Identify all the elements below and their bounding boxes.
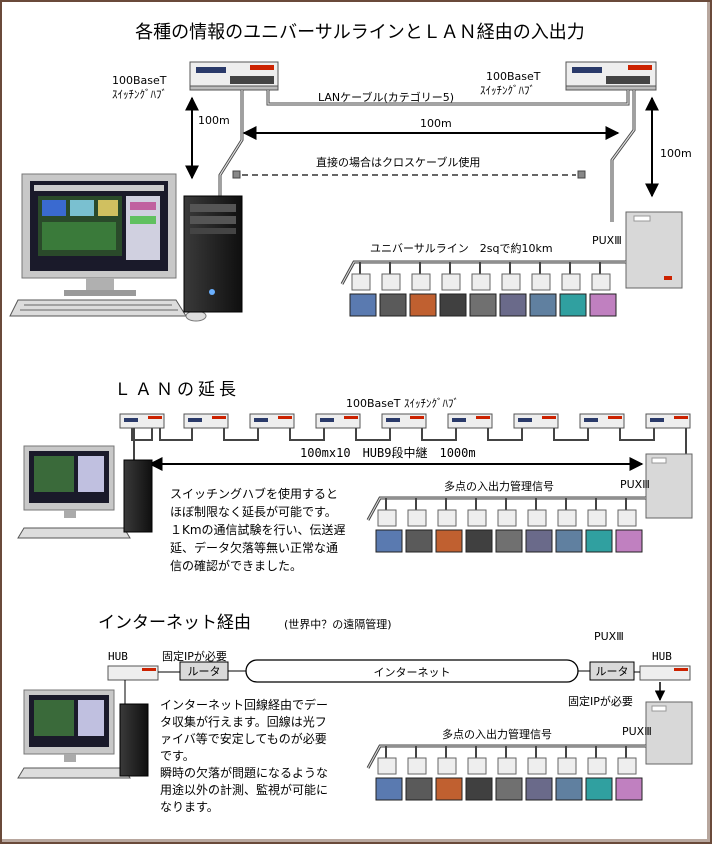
chain-hub (249, 413, 295, 429)
lan-cable-label: LANケーブル(カテゴリー5) (318, 90, 454, 104)
svg-text:１Kmの通信試験を行い、伝送遅: １Kmの通信試験を行い、伝送遅 (170, 522, 346, 537)
pux-box-3 (645, 701, 693, 765)
chain-hub (645, 413, 691, 429)
io-label-3: 多点の入出力管理信号 (442, 727, 552, 741)
chain-hub (381, 413, 427, 429)
switching-hub-right (565, 61, 657, 91)
svg-text:なります。: なります。 (160, 800, 219, 814)
universal-line-devices-3 (366, 744, 646, 801)
pc-monitor-large (21, 173, 177, 296)
keyboard-large (9, 299, 207, 322)
svg-text:信の確認ができました。: 信の確認ができました。 (170, 558, 302, 573)
svg-text:スイッチングハブを使用すると: スイッチングハブを使用すると (170, 486, 338, 501)
svg-text:ルータ: ルータ (188, 665, 221, 678)
pc-small-3 (17, 689, 149, 779)
pc-small-2 (17, 445, 153, 539)
chain-hub (579, 413, 625, 429)
router-right: ルータ (589, 661, 635, 681)
distance-right-label: 100m (660, 147, 692, 160)
pux-label-1: PUXⅢ (592, 234, 622, 247)
hub-chain (119, 413, 691, 464)
hub-small-right-3 (639, 665, 691, 681)
hub-right-label-2: ｽｲｯﾁﾝｸﾞﾊﾌﾞ (480, 84, 535, 97)
section2-title: ＬＡＮの延長 (114, 380, 240, 400)
svg-text:ルータ: ルータ (596, 665, 629, 678)
io-label-2: 多点の入出力管理信号 (444, 479, 554, 493)
hub-right-label-1: 100BaseT (486, 70, 541, 83)
svg-text:ァイバ等で安定してものが必要: ァイバ等で安定してものが必要 (160, 731, 327, 746)
svg-text:タ収集が行えます。回線は光フ: タ収集が行えます。回線は光フ (160, 714, 327, 729)
svg-text:延、データ欠落等無い正常な通: 延、データ欠落等無い正常な通 (170, 540, 338, 555)
hub-left-3: HUB (108, 650, 128, 663)
svg-text:瞬時の欠落が問題になるような: 瞬時の欠落が問題になるような (160, 765, 328, 780)
pux-label-3: PUXⅢ (622, 725, 652, 738)
chain-hub (513, 413, 559, 429)
section3-title: インターネット経由 (98, 613, 251, 633)
pux-label-2: PUXⅢ (620, 478, 650, 491)
section2-description: スイッチングハブを使用すると ほぼ制限なく延長が可能です。 １Kmの通信試験を行… (170, 486, 346, 573)
chain-hub (315, 413, 361, 429)
fixed-ip-right: 固定IPが必要 (568, 694, 633, 708)
svg-text:インターネット: インターネット (374, 666, 451, 679)
switching-hub-left (189, 61, 279, 91)
universal-line-devices-2 (366, 496, 646, 553)
svg-text:インターネット回線経由でデー: インターネット回線経由でデー (160, 697, 328, 712)
pux-box-1 (625, 211, 683, 289)
pux-box-2 (645, 453, 693, 519)
section3-description: インターネット回線経由でデー タ収集が行えます。回線は光フ ァイバ等で安定しても… (160, 697, 328, 814)
pc-tower-large (183, 195, 243, 313)
cross-cable-label: 直接の場合はクロスケーブル使用 (316, 155, 480, 169)
distance-left-label: 100m (198, 114, 230, 127)
chain-hub (119, 413, 165, 429)
section1-title: 各種の情報のユニバーサルラインとＬＡＮ経由の入出力 (135, 22, 585, 43)
fixed-ip-left: 固定IPが必要 (162, 649, 227, 663)
router-left: ルータ (179, 661, 229, 681)
chain-hub (447, 413, 493, 429)
universal-line-label: ユニバーサルライン 2sqで約10km (370, 241, 553, 255)
svg-text:です。: です。 (160, 749, 195, 763)
distance-center-label: 100m (420, 117, 452, 130)
hub-right-3: HUB (652, 650, 672, 663)
pux-top-label: PUXⅢ (594, 630, 624, 643)
section2-hub-label: 100BaseT ｽｲｯﾁﾝｸﾞﾊﾌﾞ (346, 397, 459, 410)
relay-label: 100mx10 HUB9段中継 1000m (300, 445, 476, 460)
internet-cloud: インターネット (245, 659, 579, 683)
section3-subtitle: (世界中？の遠隔管理) (284, 617, 392, 631)
svg-text:用途以外の計測、監視が可能に: 用途以外の計測、監視が可能に (160, 782, 328, 797)
svg-text:ほぼ制限なく延長が可能です。: ほぼ制限なく延長が可能です。 (170, 504, 337, 519)
universal-line-devices-1 (340, 260, 626, 317)
hub-left-label-1: 100BaseT (112, 74, 167, 87)
hub-left-label-2: ｽｲｯﾁﾝｸﾞﾊﾌﾞ (112, 88, 167, 101)
chain-hub (183, 413, 229, 429)
hub-small-left-3 (107, 665, 159, 681)
